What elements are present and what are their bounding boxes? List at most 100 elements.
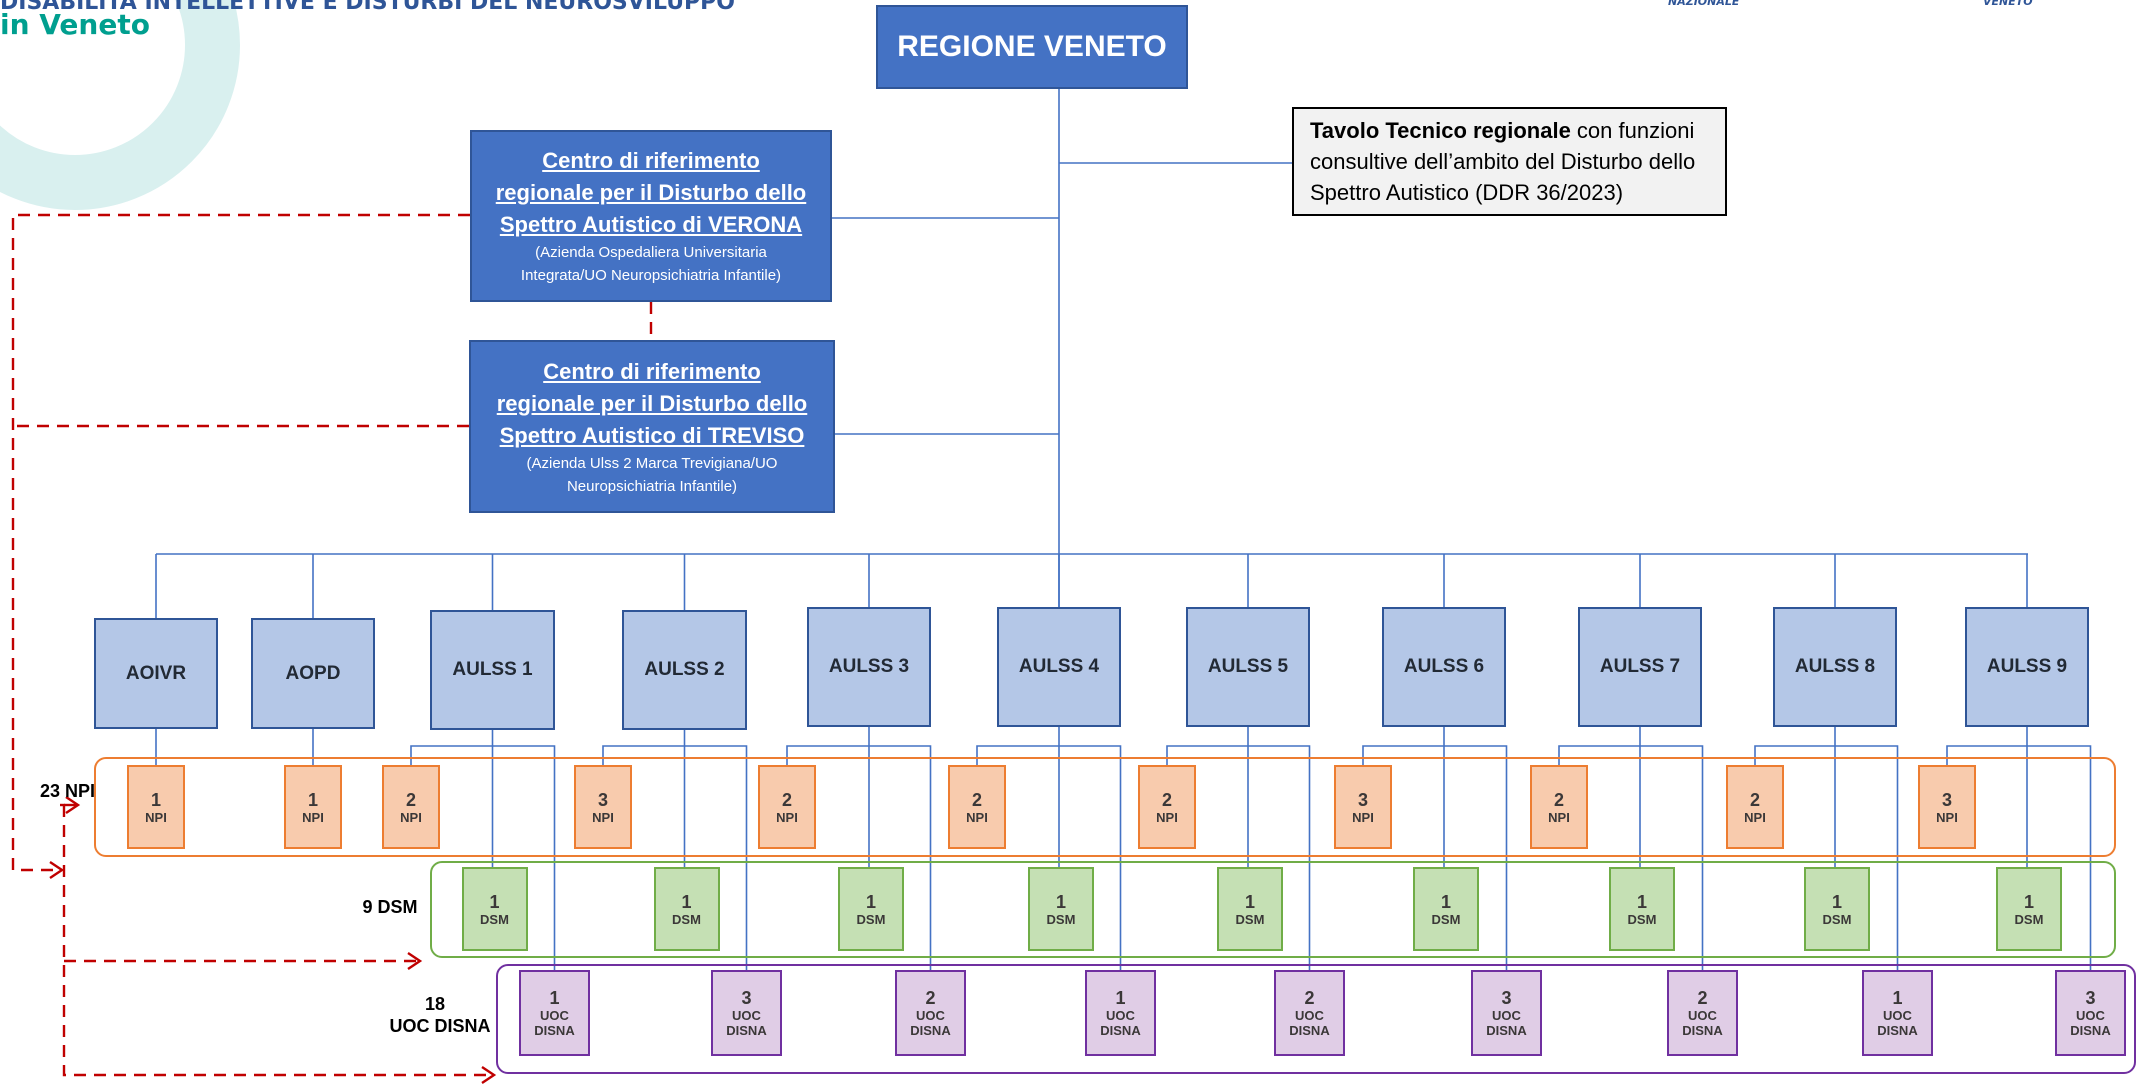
disna-connector bbox=[869, 745, 932, 970]
dsm-count: 1 bbox=[865, 891, 876, 912]
dsm-count: 1 bbox=[489, 891, 500, 912]
npi-label: NPI bbox=[1548, 809, 1570, 825]
disna-connector bbox=[684, 745, 748, 970]
npi-count: 1 bbox=[150, 789, 161, 810]
npi-label: NPI bbox=[966, 809, 988, 825]
unit-box-aulss-1: AULSS 1 bbox=[430, 610, 555, 730]
disna-count: 3 bbox=[741, 988, 752, 1008]
dsm-label: DSM bbox=[480, 911, 509, 927]
dsm-band bbox=[430, 861, 2116, 958]
disna-count: 1 bbox=[1115, 988, 1126, 1008]
disna-label-2: DISNA bbox=[2070, 1023, 2111, 1038]
header-subtitle: in Veneto bbox=[0, 8, 150, 41]
unit-box-aulss-8: AULSS 8 bbox=[1773, 607, 1897, 727]
dsm-count: 1 bbox=[1440, 891, 1451, 912]
unit-label: AULSS 9 bbox=[1986, 656, 2068, 677]
verona-dashed-arrow bbox=[11, 213, 470, 872]
arrowhead-icon bbox=[481, 1066, 497, 1084]
centro-treviso-box: Centro di riferimento regionale per il D… bbox=[469, 340, 835, 513]
npi-label: NPI bbox=[302, 809, 324, 825]
disna-label-2: DISNA bbox=[534, 1023, 575, 1038]
unit-label: AOIVR bbox=[125, 662, 187, 684]
disna-label-1: UOC bbox=[2076, 1008, 2105, 1023]
dsm-label: DSM bbox=[2014, 911, 2044, 927]
npi-count: 3 bbox=[1357, 789, 1368, 810]
npi-label: NPI bbox=[1352, 809, 1374, 825]
disna-connector bbox=[1248, 745, 1311, 970]
dsm-label: DSM bbox=[1235, 911, 1265, 927]
dsm-count: 1 bbox=[1055, 891, 1066, 912]
npi-count: 3 bbox=[597, 789, 608, 810]
npi-count: 2 bbox=[971, 789, 982, 810]
disna-label-1: UOC bbox=[1295, 1008, 1324, 1023]
regione-veneto-label: REGIONE VENETO bbox=[897, 30, 1167, 63]
unit-box-aulss-7: AULSS 7 bbox=[1578, 607, 1702, 727]
disna-count: 3 bbox=[2085, 988, 2096, 1008]
disna-label-1: UOC bbox=[916, 1008, 945, 1023]
centro-verona-title-3: Spettro Autistico di VERONA bbox=[499, 212, 803, 237]
dsm-count: 1 bbox=[1636, 891, 1647, 912]
centro-treviso-title-3: Spettro Autistico di TREVISO bbox=[499, 422, 805, 448]
unit-box-aulss-9: AULSS 9 bbox=[1965, 607, 2089, 727]
centro-verona-sub-2: Integrata/UO Neuropsichiatria Infantile) bbox=[520, 267, 782, 284]
unit-label: AULSS 6 bbox=[1403, 656, 1485, 677]
centro-verona-title-2: regionale per il Disturbo dello bbox=[495, 180, 807, 205]
unit-box-aulss-4: AULSS 4 bbox=[997, 607, 1121, 727]
npi-count: 3 bbox=[1941, 789, 1952, 810]
dsm-label: DSM bbox=[1046, 911, 1076, 927]
disna-label-1: UOC bbox=[540, 1008, 569, 1023]
disna-connector bbox=[1640, 745, 1704, 970]
unit-box-aulss-3: AULSS 3 bbox=[807, 607, 931, 727]
disna-label-2: DISNA bbox=[1682, 1023, 1723, 1038]
unit-box-aopd: AOPD bbox=[251, 618, 375, 729]
disna-connector bbox=[492, 745, 556, 970]
unit-label: AULSS 5 bbox=[1207, 656, 1289, 677]
npi-label: NPI bbox=[592, 809, 614, 825]
disna-count: 1 bbox=[549, 988, 560, 1008]
centro-verona-title-1: Centro di riferimento bbox=[542, 148, 760, 173]
disna-label-2: DISNA bbox=[1877, 1023, 1918, 1038]
dsm-label: DSM bbox=[1627, 911, 1657, 927]
npi-count: 1 bbox=[307, 789, 318, 810]
centro-treviso-sub-2: Neuropsichiatria Infantile) bbox=[566, 477, 738, 495]
disna-label-2: DISNA bbox=[1289, 1023, 1330, 1038]
centro-verona-sub-1: (Azienda Ospedaliera Universitaria bbox=[535, 244, 767, 261]
npi-label: NPI bbox=[1744, 809, 1766, 825]
npi-count: 2 bbox=[405, 789, 416, 810]
regione-veneto-box: REGIONE VENETO bbox=[876, 5, 1188, 89]
disna-label-1: UOC bbox=[1688, 1008, 1717, 1023]
total-disna-number: 18 bbox=[424, 994, 446, 1014]
disna-label-1: UOC bbox=[1106, 1008, 1135, 1023]
unit-label: AULSS 2 bbox=[644, 659, 725, 680]
logo-left-text: NAZIONALE bbox=[1668, 0, 1740, 8]
disna-count: 2 bbox=[1304, 988, 1315, 1008]
centro-treviso-title-2: regionale per il Disturbo dello bbox=[496, 390, 808, 416]
tavolo-tecnico-box: Tavolo Tecnico regionale con funzioni co… bbox=[1292, 107, 1727, 216]
npi-count: 2 bbox=[1553, 789, 1564, 810]
disna-connector bbox=[1059, 745, 1122, 970]
centro-treviso-sub-1: (Azienda Ulss 2 Marca Trevigiana/UO bbox=[526, 454, 778, 472]
npi-label: NPI bbox=[776, 809, 798, 825]
dsm-label: DSM bbox=[1822, 911, 1852, 927]
dsm-count: 1 bbox=[681, 891, 692, 912]
